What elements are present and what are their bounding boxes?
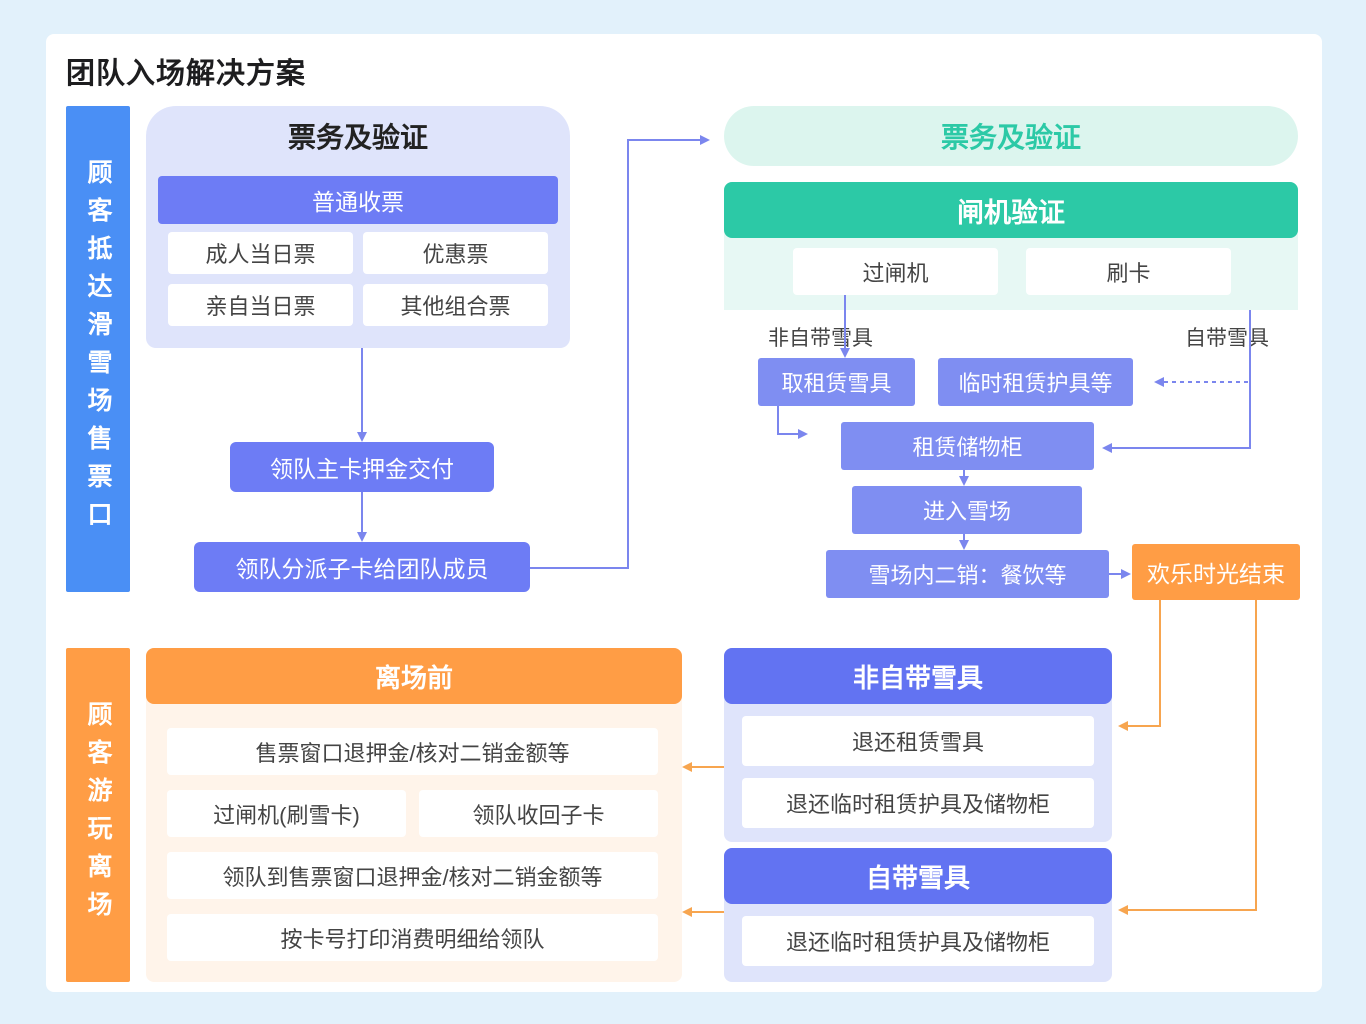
refund-deposit-window[interactable]: 售票窗口退押金/核对二销金额等 [167,728,658,775]
normal-ticket-header: 普通收票 [158,176,558,224]
arrow-own-gear-to-locker [1102,310,1251,453]
ticket-combo[interactable]: 其他组合票 [363,284,548,326]
return-rented-gear[interactable]: 退还租赁雪具 [742,716,1094,766]
secondary-sales-button[interactable]: 雪场内二销：餐饮等 [826,550,1109,598]
side-label-arrive: 顾客抵达滑雪场售票口 [66,106,130,592]
rent-locker-button[interactable]: 租赁储物柜 [841,422,1094,470]
ticket-adult[interactable]: 成人当日票 [168,232,353,274]
return-protection-locker-1[interactable]: 退还临时租赁护具及储物柜 [742,778,1094,828]
step-deposit[interactable]: 领队主卡押金交付 [230,442,494,492]
pass-gate-swipe[interactable]: 过闸机(刷雪卡) [167,790,406,837]
print-consumption-details[interactable]: 按卡号打印消费明细给领队 [167,914,658,961]
step-distribute-cards[interactable]: 领队分派子卡给团队成员 [194,542,530,592]
rent-protection-button[interactable]: 临时租赁护具等 [938,358,1133,406]
gate-header: 闸机验证 [724,182,1298,238]
arrow-distribute-to-gate [530,135,710,569]
label-own-gear: 自带雪具 [1185,327,1269,350]
return-protection-locker-2[interactable]: 退还临时租赁护具及储物柜 [742,916,1094,966]
ticketing-right-header: 票务及验证 [724,106,1298,166]
label-no-own-gear: 非自带雪具 [768,327,873,350]
before-leave-header: 离场前 [146,648,682,704]
arrow-end-to-return-own-gear [1118,600,1257,915]
leader-collect-cards[interactable]: 领队收回子卡 [419,790,658,837]
page-title: 团队入场解决方案 [66,58,307,90]
leader-refund-deposit[interactable]: 领队到售票窗口退押金/核对二销金额等 [167,852,658,899]
arrow-rent-gear-to-locker [777,406,808,439]
arrow-end-to-return-no-gear [1118,600,1161,731]
return-own-gear-header: 自带雪具 [724,848,1112,904]
enter-resort-button[interactable]: 进入雪场 [852,486,1082,534]
ticketing-left-header: 票务及验证 [287,122,428,153]
ticket-discount[interactable]: 优惠票 [363,232,548,274]
gate-swipe-card[interactable]: 刷卡 [1026,248,1231,295]
return-no-gear-header: 非自带雪具 [724,648,1112,704]
gate-pass[interactable]: 过闸机 [793,248,998,295]
side-label-leave: 顾客游玩离场 [66,648,130,982]
ticket-family[interactable]: 亲自当日票 [168,284,353,326]
fun-time-end[interactable]: 欢乐时光结束 [1132,544,1300,600]
rent-gear-button[interactable]: 取租赁雪具 [758,358,915,406]
